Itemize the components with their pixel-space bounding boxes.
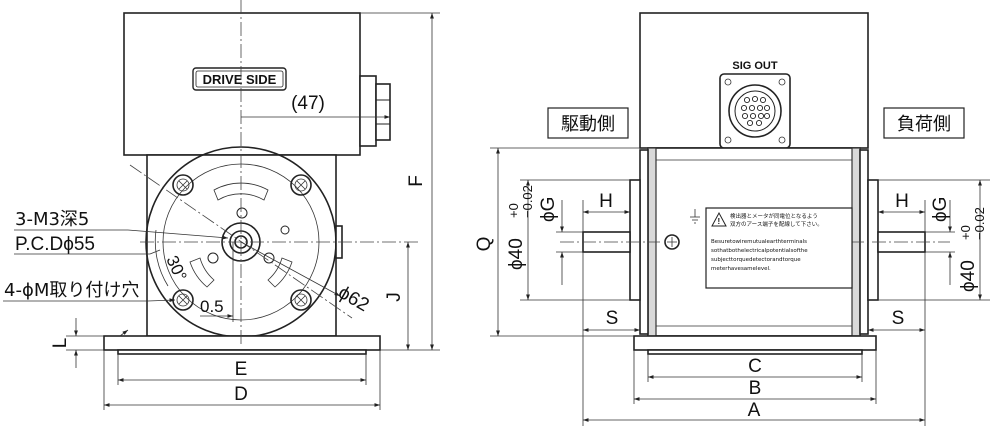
svg-text:!: ! bbox=[718, 217, 721, 226]
dim-F: F bbox=[406, 175, 427, 187]
dim-J: J bbox=[384, 292, 405, 302]
dim-D: D bbox=[234, 384, 248, 405]
dim-H-left: H bbox=[599, 191, 613, 212]
tol-lower-left: −0.02 bbox=[520, 185, 535, 218]
dim-phi40-right: ϕ40 bbox=[958, 260, 979, 292]
dim-0-5: 0.5 bbox=[200, 297, 224, 316]
callout-m3-tap: 3-M3深5 bbox=[15, 209, 89, 230]
mount-bolt bbox=[290, 174, 312, 196]
load-side-jp: 負荷側 bbox=[897, 114, 951, 135]
dim-47: (47) bbox=[291, 93, 325, 114]
warning-en-1: Besuretowiremutualearthterminals bbox=[711, 239, 807, 245]
sensor-body bbox=[146, 154, 337, 337]
dim-E: E bbox=[235, 359, 248, 380]
side-connector bbox=[359, 75, 377, 147]
tol-upper-left: +0 bbox=[506, 203, 521, 218]
callout-mount-holes: 4-ϕM取り付け穴 bbox=[4, 280, 139, 301]
earth-screw bbox=[664, 234, 680, 250]
warning-jp-1: 検出器とメータが同電位となるよう bbox=[730, 212, 818, 220]
dim-L: L bbox=[50, 338, 71, 349]
base-plate bbox=[103, 335, 381, 351]
dim-phiG-left: ϕG bbox=[538, 197, 559, 222]
dim-B: B bbox=[749, 378, 762, 399]
drive-side-badge bbox=[192, 67, 287, 91]
dim-Q: Q bbox=[474, 237, 495, 252]
dim-phiG-right: ϕG bbox=[930, 197, 951, 222]
dim-H-right: H bbox=[895, 191, 909, 212]
mount-bolt bbox=[172, 174, 194, 196]
left-view: DRIVE SIDE bbox=[3, 0, 440, 410]
dim-A: A bbox=[748, 400, 761, 421]
warning-en-4: meterhavesamelevel. bbox=[711, 266, 771, 272]
dim-S-left: S bbox=[606, 308, 619, 329]
base-plate-right bbox=[633, 335, 877, 351]
load-side-box bbox=[883, 107, 965, 139]
warning-en-3: subjecttorquedetectorandtorque bbox=[711, 257, 801, 263]
callout-pcd: P.C.Dϕ55 bbox=[15, 234, 95, 255]
warning-label bbox=[705, 207, 853, 289]
dim-phi62: ϕ62 bbox=[335, 282, 373, 316]
dim-C: C bbox=[748, 356, 762, 377]
drive-side-text: DRIVE SIDE bbox=[203, 72, 277, 87]
warning-en-2: sothatbothelectricalpotentialsofthe bbox=[711, 248, 808, 254]
mount-bolt bbox=[290, 289, 312, 311]
warning-jp-2: 双方のアース端子を配線して下さい。 bbox=[730, 220, 823, 228]
drive-side-box bbox=[547, 107, 629, 139]
tol-upper-right: +0 bbox=[958, 225, 973, 240]
earth-symbol bbox=[690, 209, 700, 224]
tol-lower-right: −0.02 bbox=[972, 207, 987, 240]
dim-S-right: S bbox=[892, 308, 905, 329]
dim-phi40-left: ϕ40 bbox=[506, 238, 527, 270]
right-view: SIG OUT 駆動側 負荷側 bbox=[474, 12, 990, 426]
sig-out-label: SIG OUT bbox=[732, 60, 778, 72]
drive-side-jp: 駆動側 bbox=[561, 114, 615, 135]
